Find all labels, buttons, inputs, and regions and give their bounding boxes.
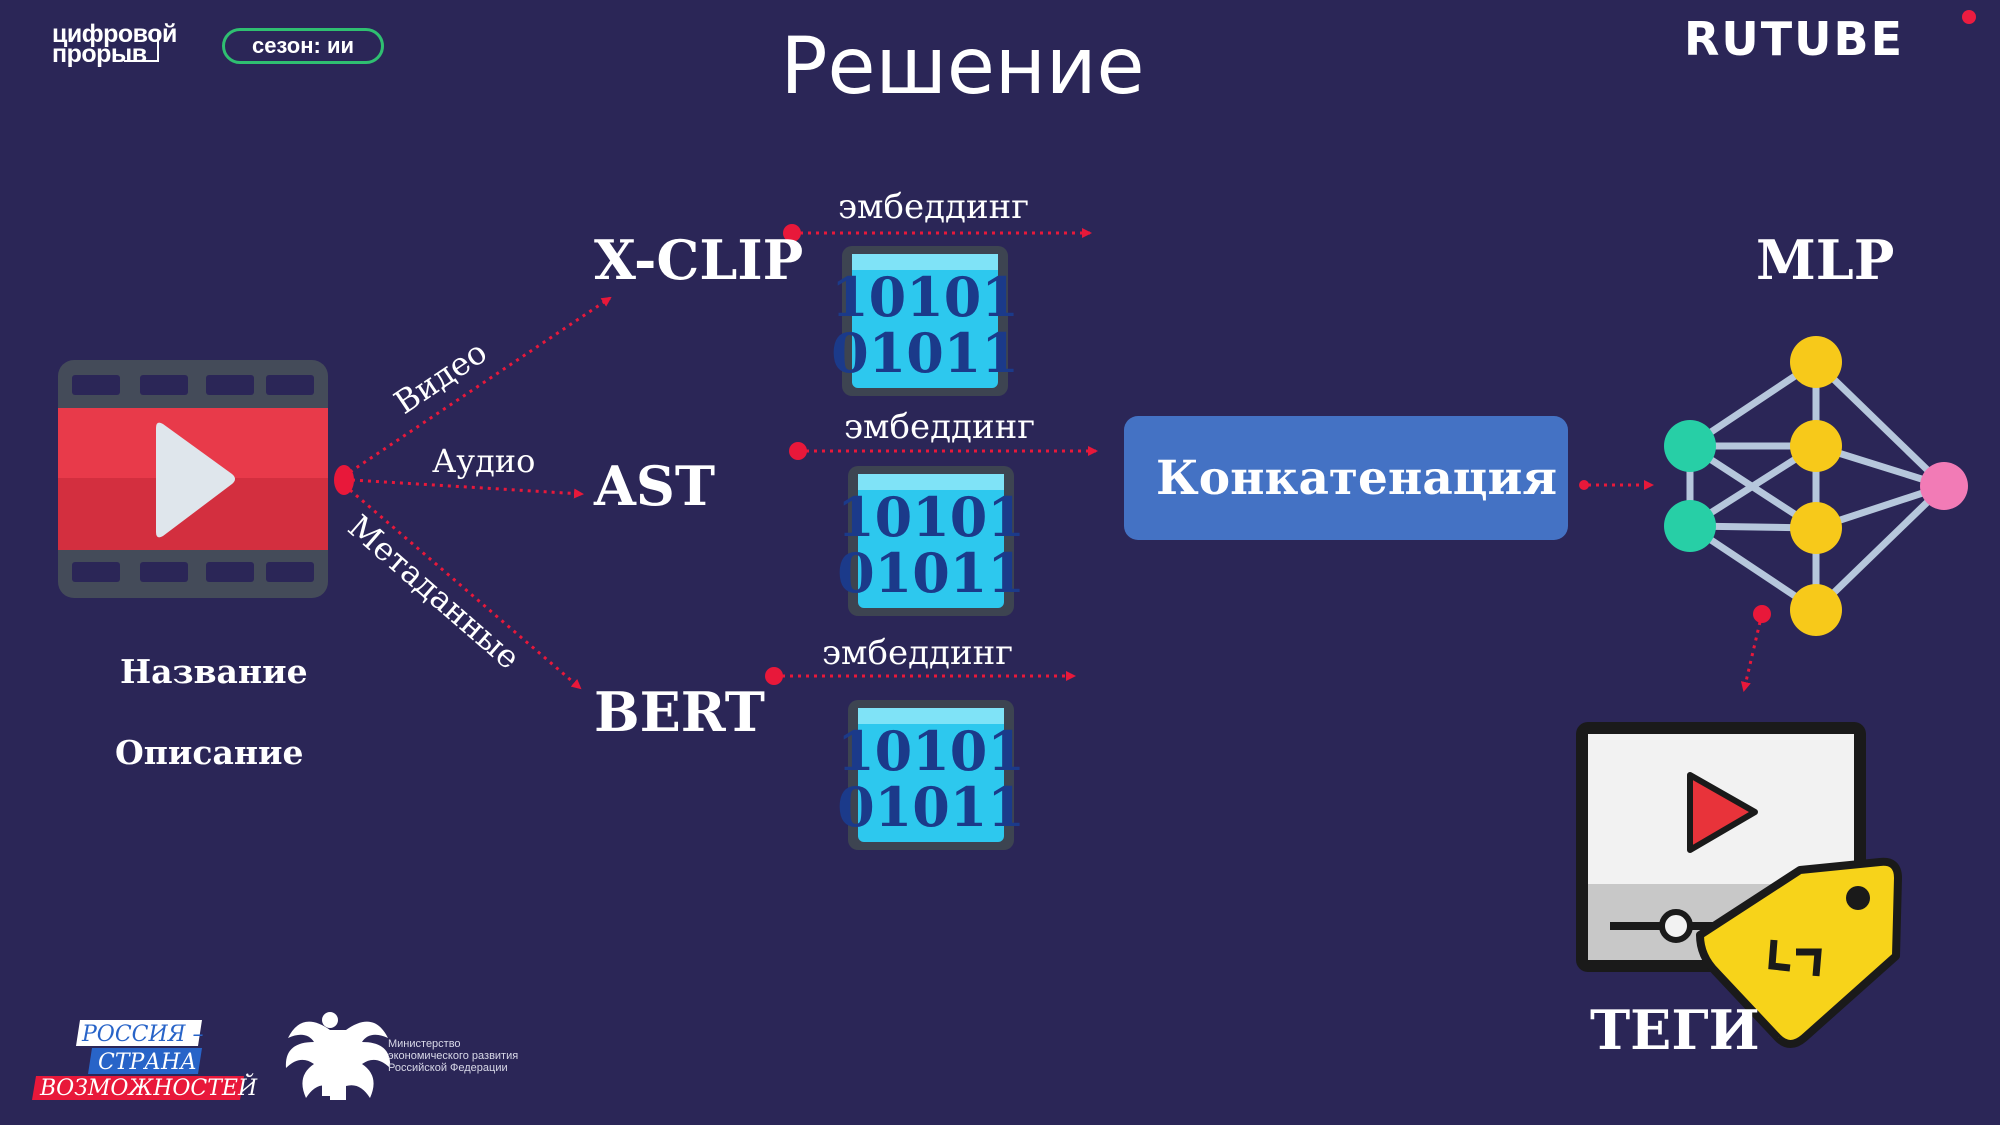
binary-chip-icon: 10101 01011 xyxy=(837,466,1025,616)
meta-branch-label: Метаданные xyxy=(341,507,528,676)
brand-line-2: прорыв xyxy=(52,40,147,68)
concatenation-block: Конкатенация xyxy=(1124,416,1568,540)
meta-arrow xyxy=(349,488,582,690)
russia-line-2: СТРАНА xyxy=(98,1050,197,1075)
brand-arrow-icon xyxy=(157,30,159,62)
russia-line-1: РОССИЯ – xyxy=(81,1022,203,1047)
rutube-logo-dot xyxy=(1962,10,1976,24)
embedding-dot-3 xyxy=(765,667,783,685)
bert-label: BERT xyxy=(594,680,765,744)
brand-underline xyxy=(124,60,159,62)
binary-chip-icon: 10101 01011 xyxy=(837,700,1025,850)
embedding-label-1: эмбеддинг xyxy=(838,187,1029,227)
embedding-label-3: эмбеддинг xyxy=(822,633,1013,673)
binary-row-2: 01011 xyxy=(831,321,1019,385)
season-badge: сезон: ии xyxy=(222,28,384,64)
mlp-label: MLP xyxy=(1756,228,1895,292)
audio-branch-label: Аудио xyxy=(432,442,535,480)
binary-row-2: 01011 xyxy=(837,775,1025,839)
branch-origin-dot xyxy=(334,465,354,495)
page-title: Решение xyxy=(780,22,1145,112)
brand-logo: цифровой прорыв xyxy=(52,20,177,68)
mlp-out-dot xyxy=(1753,605,1771,623)
binary-chip-icon: 10101 01011 xyxy=(831,246,1019,396)
emblem-icon xyxy=(285,1012,391,1100)
ast-label: AST xyxy=(594,454,716,518)
audio-arrow xyxy=(351,478,584,499)
rutube-logo: RUTUBE xyxy=(1684,12,1904,66)
ministry-line-1: Министерство xyxy=(388,1038,461,1050)
film-video-icon xyxy=(58,360,328,598)
mlp-to-tags-arrow xyxy=(1740,621,1762,692)
binary-row-1: 10101 xyxy=(837,719,1025,783)
meta-field-description: Описание xyxy=(115,733,304,772)
ministry-text: Министерство экономического развития Рос… xyxy=(388,1038,518,1074)
binary-row-1: 10101 xyxy=(831,265,1019,329)
neural-network-icon xyxy=(1686,359,1947,613)
embedding-label-2: эмбеддинг xyxy=(844,407,1035,447)
neural-network-nodes xyxy=(1664,336,1968,636)
embedding-dot-2 xyxy=(789,442,807,460)
concat-out-dot xyxy=(1579,480,1589,490)
brand-line-1: цифровой xyxy=(52,20,177,48)
binary-row-2: 01011 xyxy=(837,541,1025,605)
ministry-line-3: Российской Федерации xyxy=(388,1062,508,1074)
video-branch-label: Видео xyxy=(387,333,493,422)
xclip-label: X-CLIP xyxy=(594,228,804,292)
russia-logo: РОССИЯ – СТРАНА ВОЗМОЖНОСТЕЙ xyxy=(32,1020,258,1101)
embedding-dot-1 xyxy=(783,224,801,242)
tags-output-label: ТЕГИ xyxy=(1590,998,1760,1062)
ministry-line-2: экономического развития xyxy=(388,1050,519,1062)
russia-line-3: ВОЗМОЖНОСТЕЙ xyxy=(39,1073,258,1101)
meta-field-title: Название xyxy=(120,652,308,691)
tag-icon xyxy=(1696,857,1902,1048)
binary-row-1: 10101 xyxy=(837,485,1025,549)
